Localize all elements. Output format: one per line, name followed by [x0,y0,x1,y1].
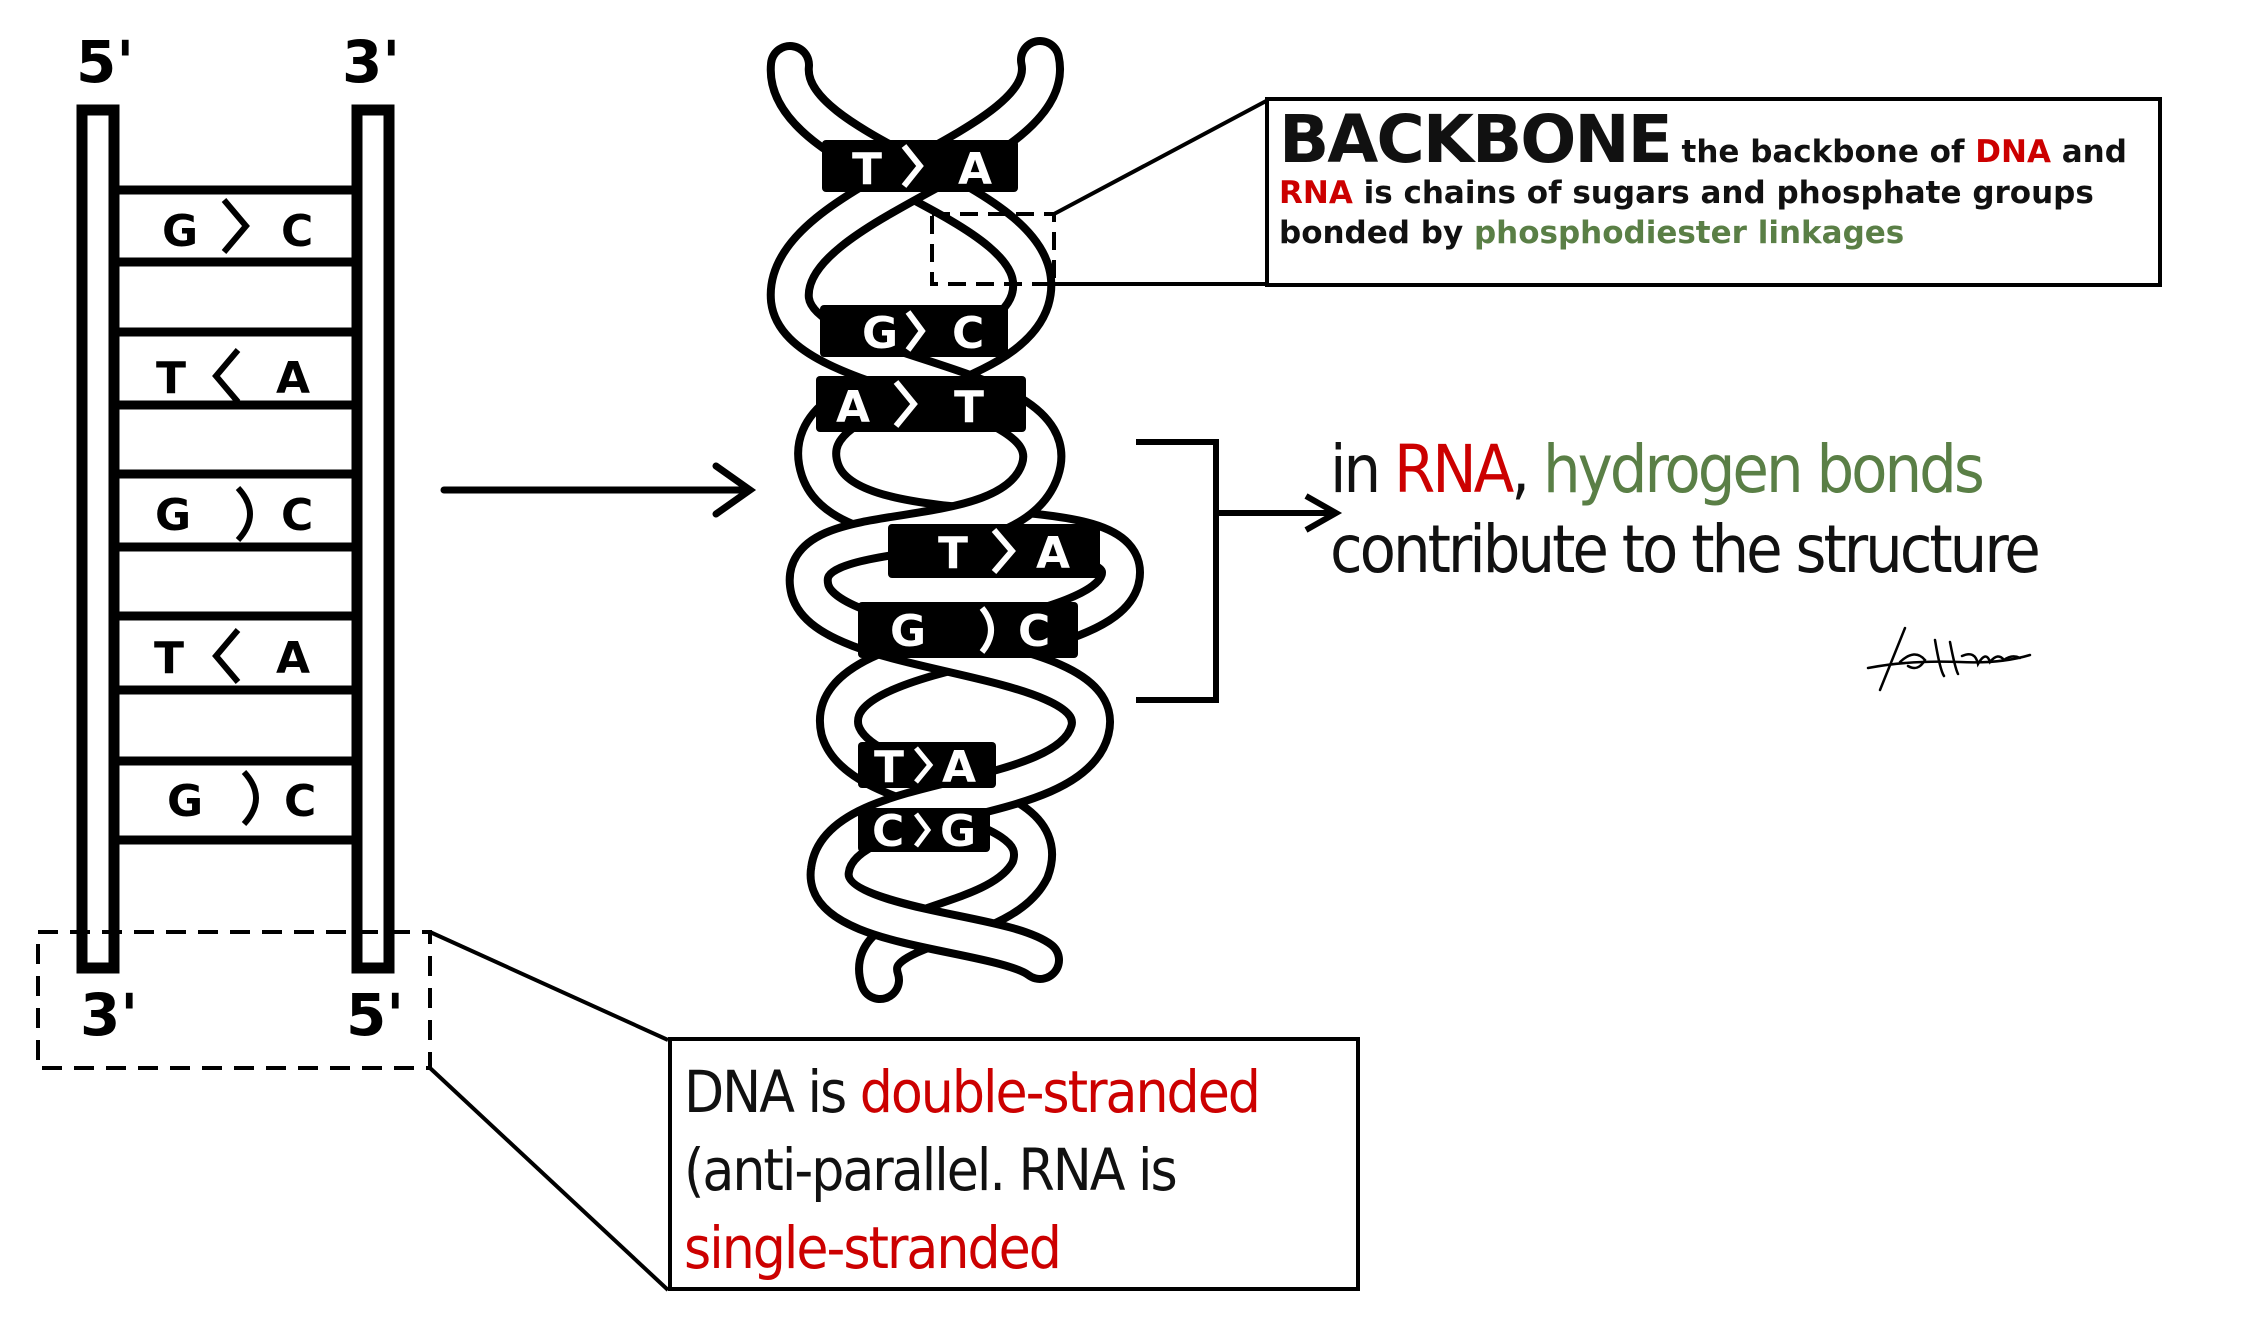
transform-arrow [440,462,757,518]
backbone-callout-box: BACKBONE the backbone of DNA and RNA is … [1265,97,2162,287]
rna-note-text-1: in [1330,431,1394,508]
ladder-rung-5: G C [167,769,316,827]
ladder-base-left: G [162,206,198,257]
helix-pair-4: T A [888,524,1100,579]
strand-highlight-2: single-stranded [684,1214,1062,1282]
ladder-base-right: C [281,206,313,257]
ladder-base-left: G [167,776,203,827]
pair-connector [212,628,241,684]
backbone-text-2: and [2050,134,2127,170]
helix-base-left: T [938,528,968,579]
backbone-text-1: the backbone of [1670,134,1976,170]
rna-note-rna: RNA [1394,431,1514,508]
dna-ladder: 5' 3' G C T A [36,28,670,1292]
ladder-rung-lines [114,185,357,845]
helix-pair-2: G C [820,305,1008,359]
ladder-top-left-label: 5' [76,28,134,96]
helix-pair-3: A T [816,376,1026,433]
rna-structure-note: in RNA, hydrogen bonds contribute to the… [1330,430,2210,590]
ladder-base-left: T [156,353,186,404]
structure-bracket [1136,439,1343,703]
ladder-base-right: C [281,490,313,541]
helix-base-left: A [836,382,870,433]
pair-connector [221,198,250,254]
ladder-right-rail [351,104,395,974]
helix-base-left: G [862,308,898,359]
ladder-bottom-right-label: 5' [346,981,404,1049]
strand-callout-line-bottom [428,1066,670,1292]
rna-note-text-2: , [1511,431,1543,508]
helix-base-right: A [958,144,992,195]
helix-strand-a [766,42,1144,1003]
helix-base-right: C [1018,606,1050,657]
helix-base-right: C [952,308,984,359]
helix-pair-6: T A [858,742,996,793]
ladder-base-right: A [276,633,310,684]
ladder-base-right: C [284,776,316,827]
helix-base-left: G [890,606,926,657]
helix-base-left: C [872,806,904,857]
ladder-left-rail [76,104,120,974]
ladder-bottom-left-label: 3' [80,981,138,1049]
strand-callout-line-top [429,930,669,1042]
helix-base-left: T [852,144,882,195]
pair-connector [235,485,253,543]
strand-callout-box: DNA is double-stranded (anti-parallel. R… [668,1037,1360,1291]
helix-base-right: A [942,742,976,793]
backbone-highlight: phosphodiester linkages [1473,215,1905,251]
ladder-base-right: A [276,353,310,404]
signature [1866,626,2032,692]
helix-base-right: A [1036,528,1070,579]
helix-base-left: T [874,742,904,793]
backbone-focus-dashed-box [930,212,1056,286]
ladder-rung-4: T A [154,628,310,684]
backbone-text-3: is chains of sugars and phosphate groups… [1279,175,2094,251]
helix-base-right: T [954,382,984,433]
pair-connector [212,348,241,404]
helix-pair-7: C G [858,806,990,857]
ladder-top-right-label: 3' [342,28,400,96]
double-helix: T A G C A T T A G C [766,37,1269,1003]
ladder-rung-2: T A [156,348,310,404]
strand-highlight-1: double-stranded [859,1058,1261,1126]
helix-pair-1: T A [822,140,1018,195]
strand-text-1: DNA is [684,1058,860,1126]
ladder-rung-3: G C [155,485,313,543]
ladder-rung-1: G C [162,198,313,257]
ladder-base-left: G [155,490,191,541]
helix-pair-5: G C [858,602,1078,658]
pair-connector [241,769,259,827]
backbone-title: BACKBONE [1279,101,1673,178]
helix-strand-b [766,37,1114,983]
rna-note-text-3: contribute to the structure [1330,511,2041,588]
rna-note-highlight: hydrogen bonds [1542,431,1985,508]
strand-focus-dashed-box [36,930,432,1070]
strand-text-2: (anti-parallel. RNA is [684,1136,1178,1204]
backbone-callout-line-top [1053,98,1269,216]
backbone-dna: DNA [1975,134,2051,170]
backbone-rna: RNA [1279,175,1353,211]
ladder-base-left: T [154,633,184,684]
helix-base-right: G [940,806,976,857]
